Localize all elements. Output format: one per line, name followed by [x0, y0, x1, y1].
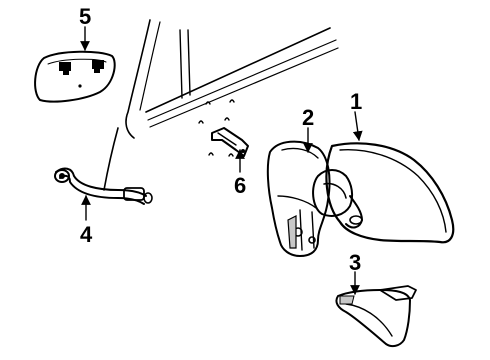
- callout-3: 3: [349, 250, 361, 275]
- lower-cover-part: [335, 285, 417, 348]
- callout-5: 5: [79, 4, 91, 29]
- door-hole: [198, 120, 204, 124]
- mirror-housing-part: [312, 142, 455, 244]
- mirror-glass-part: [34, 50, 116, 103]
- door-hole: [208, 152, 214, 156]
- callout-2: 2: [302, 105, 314, 130]
- cable-part: [54, 167, 153, 205]
- callout-4: 4: [80, 222, 93, 247]
- clip-part: [211, 127, 249, 157]
- door-hole: [224, 117, 230, 121]
- leader-arrows: [80, 26, 363, 295]
- door-hole: [229, 99, 235, 103]
- door-hole: [228, 153, 234, 157]
- mirror-base-part: [266, 140, 331, 257]
- door-frame-outline: [103, 19, 339, 191]
- door-hole: [205, 101, 211, 105]
- callout-6: 6: [234, 173, 246, 198]
- callout-1: 1: [350, 89, 362, 114]
